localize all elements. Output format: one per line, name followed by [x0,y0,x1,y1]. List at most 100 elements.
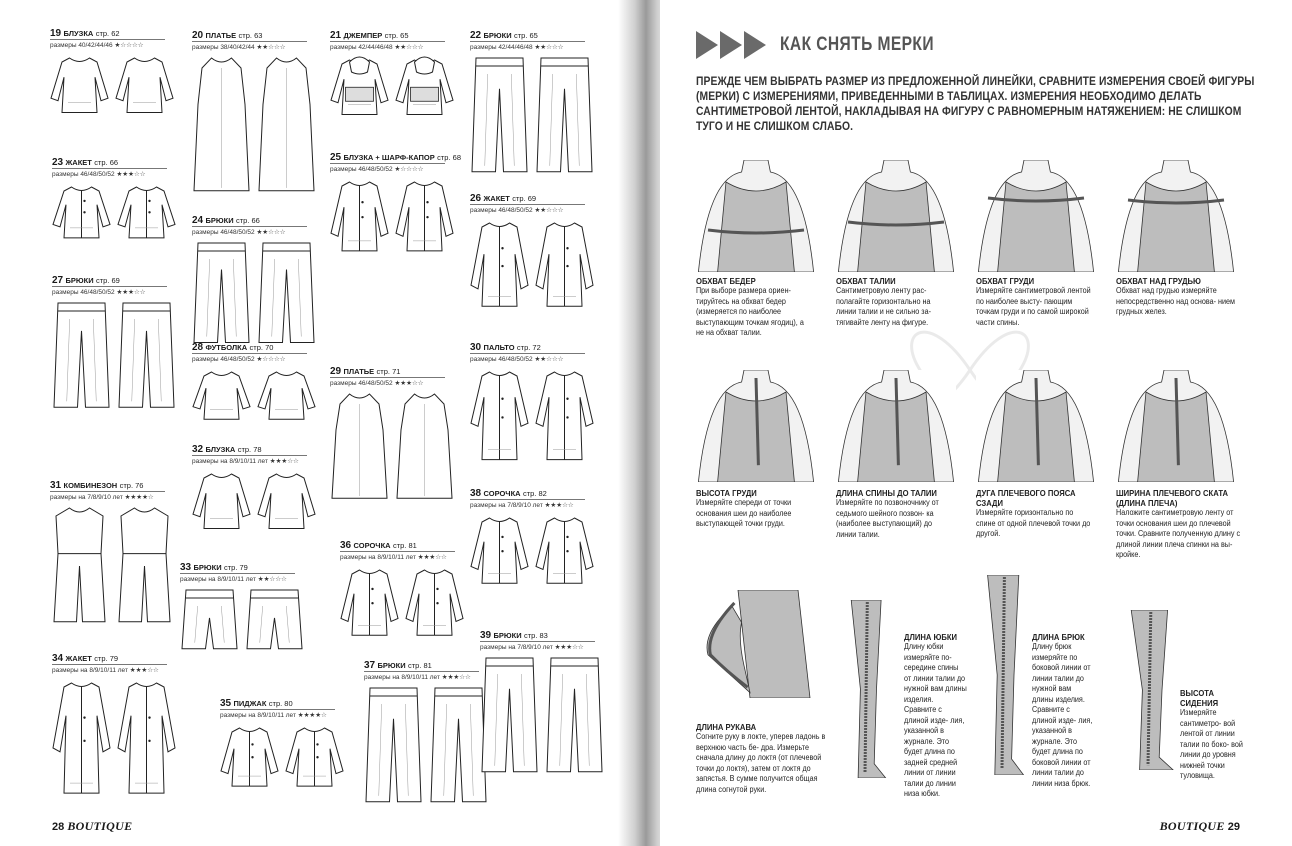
size-range: размеры 38/40/42/44 [192,44,255,51]
model-number: 31 [50,480,62,491]
measurement-caption: ОБХВАТ НАД ГРУДЬЮ Обхват над грудью изме… [1116,276,1242,318]
model-page-ref: стр. 71 [376,367,401,376]
model-sizes: размеры 46/48/50/52 ★★☆☆☆ [470,204,585,214]
measurement-title: ВЫСОТА ГРУДИ [696,488,757,498]
catalog-item: 33 БРЮКИ стр. 79 размеры на 8/9/10/11 ле… [180,562,310,650]
size-range: размеры на 8/9/10/11 лет [180,576,256,583]
model-number: 27 [52,275,64,286]
garment-sketch-icon [52,181,176,260]
difficulty-stars-icon: ★★☆☆☆ [256,44,286,51]
catalog-item-heading: 26 ЖАКЕТ стр. 69 [470,193,600,204]
garment-sketch-icon [364,684,488,808]
model-page-ref: стр. 62 [95,29,120,38]
model-sizes: размеры 46/48/50/52 ★☆☆☆☆ [330,163,445,173]
model-sizes: размеры на 8/9/10/11 лет ★★★★☆ [220,709,335,719]
model-sizes: размеры 42/44/46/48 ★★☆☆☆ [330,41,445,51]
difficulty-stars-icon: ★★★☆☆ [269,458,299,465]
model-page-ref: стр. 66 [235,216,260,225]
size-range: размеры 46/48/50/52 [330,380,393,387]
model-name: БЛУЗКА + ШАРФ-КАПОР [343,153,435,162]
model-page-ref: стр. 83 [523,631,548,640]
difficulty-stars-icon: ★★☆☆☆ [534,207,564,214]
measurement-title: ОБХВАТ ТАЛИИ [836,276,896,286]
measurement-figure-icon [836,159,956,277]
garment-sketch-icon [192,239,316,348]
catalog-item: 32 БЛУЗКА стр. 78 размеры на 8/9/10/11 л… [192,444,322,529]
difficulty-stars-icon: ★★★★☆ [124,494,154,501]
catalog-item-heading: 30 ПАЛЬТО стр. 72 [470,342,600,353]
model-page-ref: стр. 69 [95,276,120,285]
model-name: БРЮКИ [205,216,234,225]
model-number: 20 [192,30,204,41]
difficulty-stars-icon: ★★★☆☆ [544,502,574,509]
model-sizes: размеры на 8/9/10/11 лет ★★★☆☆ [364,671,479,681]
catalog-item: 37 БРЮКИ стр. 81 размеры на 8/9/10/11 ле… [364,660,494,803]
garment-sketch-icon [220,722,344,811]
difficulty-stars-icon: ★★★★☆ [297,712,327,719]
garment-sketch-icon [50,52,174,136]
measurement-title: ДЛИНА БРЮК [1032,632,1085,642]
model-sizes: размеры 38/40/42/44 ★★☆☆☆ [192,41,307,51]
size-range: размеры 46/48/50/52 [52,289,115,296]
garment-sketch-icon [192,54,316,198]
garment-sketch-icon [340,564,464,663]
catalog-item: 34 ЖАКЕТ стр. 79 размеры на 8/9/10/11 ле… [52,653,182,794]
measurement-figure-icon [978,574,1026,780]
model-sizes: размеры 46/48/50/52 ★★☆☆☆ [470,353,585,363]
garment-sketch-icon [470,366,594,470]
model-page-ref: стр. 68 [437,153,461,162]
measurement-caption: ВЫСОТА СИДЕНИЯ Измеряйте сантиметро- вой… [1180,688,1243,782]
model-name: ПЛАТЬЕ [343,367,375,376]
model-page-ref: стр. 82 [522,489,547,498]
measurement-title: ОБХВАТ БЕДЕР [696,276,756,286]
measurement-text: Измеряйте сантиметровой лентой по наибол… [976,286,1091,327]
page-number: 29 [1227,821,1240,833]
measurement-text: Согните руку в локте, уперев ладонь в ве… [696,732,826,794]
model-name: ПЛАТЬЕ [205,31,237,40]
left-folio: 28 BOUTIQUE [52,819,132,834]
left-page: 28 BOUTIQUE 19 БЛУЗКА стр. 62 размеры 40… [0,0,632,846]
catalog-item: 36 СОРОЧКА стр. 81 размеры на 8/9/10/11 … [340,540,470,636]
catalog-item-heading: 20 ПЛАТЬЕ стр. 63 [192,30,322,41]
model-page-ref: стр. 65 [513,31,538,40]
model-name: ПАЛЬТО [483,343,515,352]
model-name: ДЖЕМПЕР [343,31,383,40]
measurement-text: При выборе размера ориен- тируйтесь на о… [696,286,804,337]
model-number: 28 [192,342,204,353]
catalog-item: 26 ЖАКЕТ стр. 69 размеры 46/48/50/52 ★★☆… [470,193,600,307]
model-sizes: размеры на 7/8/9/10 лет ★★★☆☆ [480,641,595,651]
model-page-ref: стр. 69 [512,194,537,203]
model-sizes: размеры на 8/9/10/11 лет ★★☆☆☆ [180,573,295,583]
difficulty-stars-icon: ★★★☆☆ [116,289,146,296]
measurement-figure-icon [696,589,816,703]
model-name: БРЮКИ [377,661,406,670]
measurement-title: ОБХВАТ НАД ГРУДЬЮ [1116,276,1201,286]
model-page-ref: стр. 81 [392,541,417,550]
model-number: 32 [192,444,204,455]
difficulty-stars-icon: ★★☆☆☆ [534,44,564,51]
model-name: КОМБИНЕЗОН [63,481,118,490]
size-range: размеры на 8/9/10/11 лет [192,458,268,465]
model-name: БРЮКИ [483,31,512,40]
measurement-title: ВЫСОТА СИДЕНИЯ [1180,688,1219,708]
model-page-ref: стр. 76 [119,481,144,490]
model-sizes: размеры на 7/8/9/10 лет ★★★☆☆ [470,499,585,509]
model-sizes: размеры на 8/9/10/11 лет ★★★☆☆ [192,455,307,465]
garment-sketch-icon [192,468,316,552]
catalog-item-heading: 36 СОРОЧКА стр. 81 [340,540,470,551]
page-number: 28 [52,821,65,833]
model-name: БРЮКИ [193,563,222,572]
size-range: размеры 46/48/50/52 [192,229,255,236]
model-page-ref: стр. 63 [238,31,263,40]
model-page-ref: стр. 79 [94,654,119,663]
model-sizes: размеры 46/48/50/52 ★★★☆☆ [52,168,167,178]
model-name: ЖАКЕТ [65,654,92,663]
size-range: размеры на 7/8/9/10 лет [50,494,123,501]
measurement-caption: ОБХВАТ ТАЛИИ Сантиметровую ленту рас- по… [836,276,951,328]
section-header: КАК СНЯТЬ МЕРКИ [696,28,968,62]
model-page-ref: стр. 72 [516,343,541,352]
model-number: 33 [180,562,192,573]
measurement-text: Измеряйте сантиметро- вой лентой от лини… [1180,708,1243,780]
measurement-caption: ДЛИНА РУКАВА Согните руку в локте, упере… [696,722,831,795]
model-number: 29 [330,366,342,377]
